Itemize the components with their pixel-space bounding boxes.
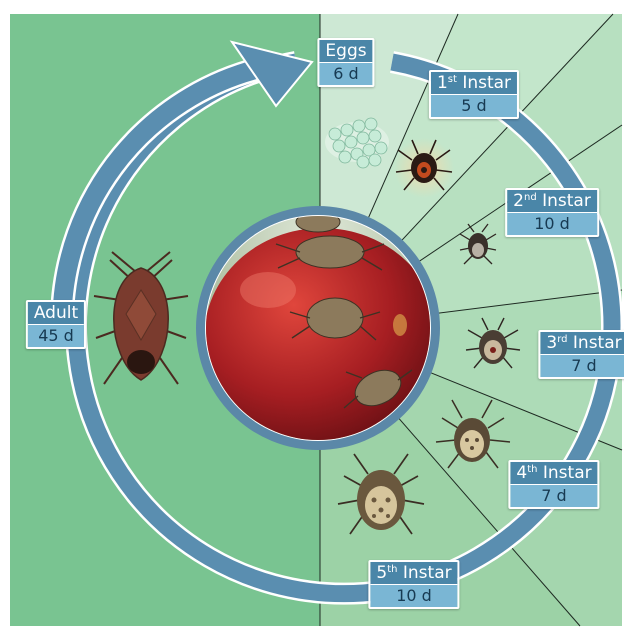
stage-name: 1st Instar bbox=[431, 72, 517, 94]
stage-duration: 10 d bbox=[370, 584, 457, 607]
stage-label-instar-2: 2nd Instar 10 d bbox=[505, 188, 599, 237]
stage-label-instar-1: 1st Instar 5 d bbox=[429, 70, 519, 119]
first-instar-bug-icon bbox=[394, 138, 454, 198]
stage-label-instar-5: 5th Instar 10 d bbox=[368, 560, 459, 609]
fruit-with-bugs-icon bbox=[196, 206, 440, 450]
stage-duration: 7 d bbox=[510, 484, 597, 507]
stage-label-instar-3: 3rd Instar 7 d bbox=[538, 330, 624, 379]
stage-duration: 5 d bbox=[431, 94, 517, 117]
stage-duration: 10 d bbox=[507, 212, 597, 235]
stage-duration: 6 d bbox=[319, 62, 372, 85]
stage-label-eggs: Eggs 6 d bbox=[317, 38, 374, 87]
stage-name: Eggs bbox=[319, 40, 372, 62]
stage-name: 5th Instar bbox=[370, 562, 457, 584]
stage-name: Adult bbox=[28, 302, 84, 324]
stage-name: 4th Instar bbox=[510, 462, 597, 484]
stage-duration: 7 d bbox=[540, 354, 624, 377]
stage-name: 3rd Instar bbox=[540, 332, 624, 354]
stage-name: 2nd Instar bbox=[507, 190, 597, 212]
stage-label-adult: Adult 45 d bbox=[26, 300, 86, 349]
stage-label-instar-4: 4th Instar 7 d bbox=[508, 460, 599, 509]
stage-duration: 45 d bbox=[28, 324, 84, 347]
